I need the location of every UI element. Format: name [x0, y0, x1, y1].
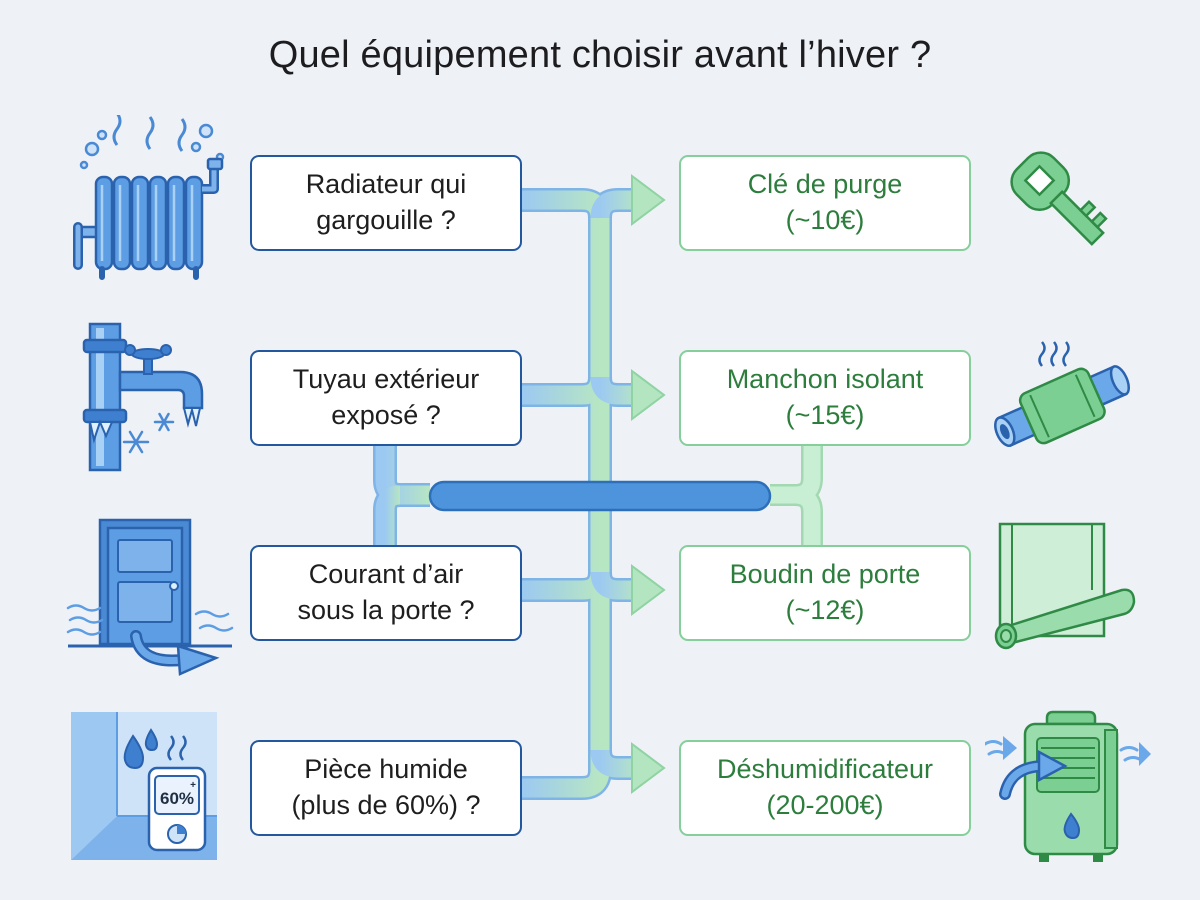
answer-box-bleed-key: Clé de purge (~10€) — [679, 155, 971, 251]
arrowheads — [631, 174, 666, 794]
question-text-line: Tuyau extérieur — [292, 364, 480, 395]
answer-price: (~10€) — [785, 205, 865, 235]
question-text-line: exposé ? — [331, 400, 441, 430]
answer-text-line: Clé de purge — [747, 169, 903, 200]
answer-side-connector-fill — [770, 445, 821, 545]
question-box-humidity: Pièce humide (plus de 60%) ? — [250, 740, 522, 836]
bleed-key-icon — [1010, 151, 1108, 246]
answer-box-dehumidifier: Déshumidificateur (20-200€) — [679, 740, 971, 836]
question-text-line: Radiateur qui — [305, 169, 467, 200]
frozen-pipe-faucet-icon — [82, 322, 204, 472]
question-box-pipe: Tuyau extérieur exposé ? — [250, 350, 522, 446]
answer-box-insulation-sleeve: Manchon isolant (~15€) — [679, 350, 971, 446]
door-draft-stopper-icon — [994, 522, 1136, 650]
question-box-door-draft: Courant d’air sous la porte ? — [250, 545, 522, 641]
diagram-title: Quel équipement choisir avant l’hiver ? — [268, 34, 932, 76]
radiator-icon — [73, 115, 225, 280]
hygrometer-reading: 60% — [160, 789, 194, 808]
dehumidifier-icon — [985, 710, 1151, 862]
question-box-radiator: Radiateur qui gargouille ? — [250, 155, 522, 251]
answer-text-line: Boudin de porte — [729, 559, 921, 590]
answer-box-draft-stopper: Boudin de porte (~12€) — [679, 545, 971, 641]
answer-price: (~12€) — [785, 595, 865, 625]
central-bar — [428, 480, 772, 512]
question-text-line: (plus de 60%) ? — [291, 790, 481, 820]
pipe-insulation-sleeve-icon — [994, 341, 1131, 447]
question-text-line: sous la porte ? — [297, 595, 475, 625]
drafty-door-icon — [66, 518, 234, 676]
svg-text:+: + — [190, 780, 196, 791]
question-text-line: Courant d’air — [308, 559, 464, 590]
humid-room-hygrometer-icon: 60% + — [71, 712, 217, 860]
question-text-line: Pièce humide — [304, 754, 468, 785]
answer-text-line: Manchon isolant — [726, 364, 924, 395]
answer-price: (20-200€) — [766, 790, 884, 820]
answer-text-line: Déshumidificateur — [716, 754, 934, 785]
question-text-line: gargouille ? — [316, 205, 456, 235]
answer-price: (~15€) — [785, 400, 865, 430]
